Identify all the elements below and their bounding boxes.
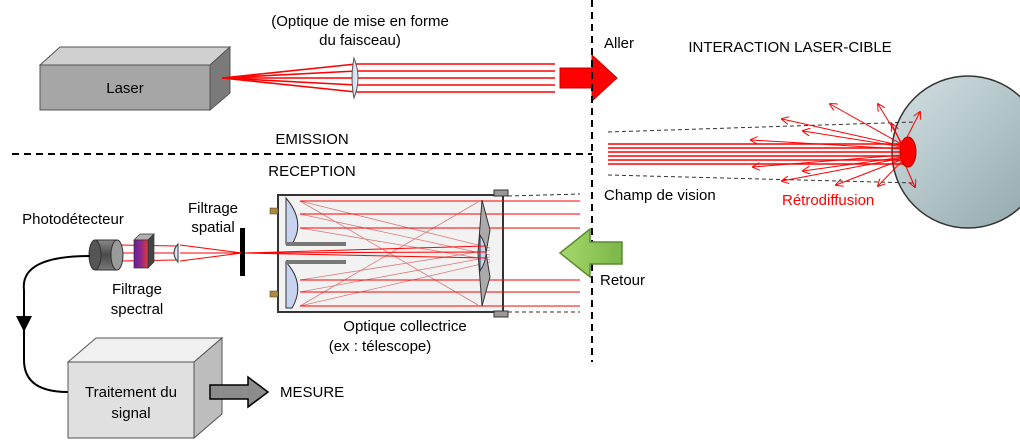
focusing-lens-icon xyxy=(173,242,179,264)
retour-label: Retour xyxy=(600,272,645,289)
beam-shaping-label-2: du faisceau) xyxy=(319,32,401,49)
beam-shaping-label-1: (Optique de mise en forme xyxy=(271,13,449,30)
mesure-arrow-icon xyxy=(209,375,270,409)
beam-shaping-lens-icon xyxy=(351,56,359,100)
retour-arrow-icon xyxy=(558,227,623,279)
mesure-label: MESURE xyxy=(280,384,344,401)
emission-label: EMISSION xyxy=(275,131,348,148)
optique-collectrice-label-2: (ex : télescope) xyxy=(329,338,432,355)
traitement-label-2: signal xyxy=(111,405,150,422)
photodetector-icon xyxy=(88,239,124,271)
filtrage-spatial-label-2: spatial xyxy=(191,219,234,236)
photodetecteur-label: Photodétecteur xyxy=(22,211,124,228)
retrodiffusion-label: Rétrodiffusion xyxy=(782,192,874,209)
interaction-title: INTERACTION LASER-CIBLE xyxy=(688,39,891,56)
traitement-label-1: Traitement du xyxy=(85,384,177,401)
filtrage-spectral-label-2: spectral xyxy=(111,301,164,318)
aller-arrow-icon xyxy=(559,53,618,103)
laser-box xyxy=(38,45,232,112)
emission-beam xyxy=(221,63,555,93)
spatial-filter-aperture xyxy=(240,228,245,276)
filtrage-spatial-label-1: Filtrage xyxy=(188,200,238,217)
laser-label: Laser xyxy=(106,80,144,97)
champ-de-vision-label: Champ de vision xyxy=(604,187,716,204)
spectral-filter-icon xyxy=(133,233,155,269)
filtrage-spectral-label-1: Filtrage xyxy=(112,281,162,298)
target-beam xyxy=(608,143,905,165)
optique-collectrice-label-1: Optique collectrice xyxy=(343,318,466,335)
field-of-view-lines xyxy=(607,121,916,184)
reception-label: RECEPTION xyxy=(268,163,356,180)
signal-cable xyxy=(22,255,91,393)
backscatter-arrows xyxy=(751,104,920,187)
impact-spot xyxy=(899,136,917,168)
traitement-box xyxy=(66,336,224,440)
aller-label: Aller xyxy=(604,35,634,52)
cable-arrow-icon xyxy=(16,316,32,332)
telescope xyxy=(243,189,581,318)
